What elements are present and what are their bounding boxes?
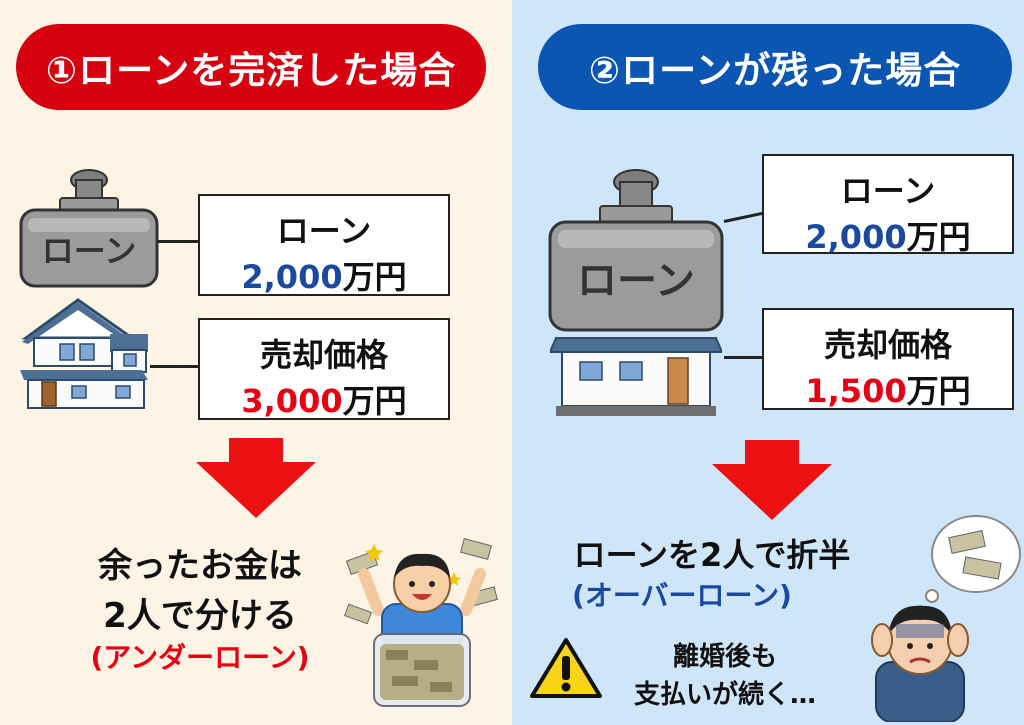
left-title: ①ローンを完済した場合 — [45, 49, 457, 92]
connector-line — [723, 211, 764, 223]
loan-box: ローン 2,000万円 — [198, 194, 450, 296]
house-icon — [550, 322, 722, 418]
sale-price-label: 売却価格 — [823, 326, 952, 364]
right-panel: ②ローンが残った場合 ローン — [512, 0, 1024, 725]
worried-person-icon — [852, 512, 1022, 722]
warning-line-1: 離婚後も — [672, 642, 777, 672]
happy-person-icon — [344, 534, 500, 710]
loan-box: ローン 2,000万円 — [762, 154, 1014, 256]
left-title-pill: ①ローンを完済した場合 — [16, 24, 486, 110]
loan-box-value: 2,000万円 — [200, 252, 448, 298]
loan-unit: 万円 — [342, 258, 407, 296]
loan-amount: 2,000 — [241, 258, 343, 296]
right-title-pill: ②ローンが残った場合 — [538, 24, 1012, 110]
loan-weight-icon: ローン — [18, 168, 160, 290]
loan-amount: 2,000 — [805, 218, 907, 256]
result-note: (アンダーローン) — [90, 641, 310, 674]
loan-box-label: ローン — [276, 212, 372, 250]
sale-price-label: 売却価格 — [259, 336, 388, 374]
sale-price-value: 1,500万円 — [764, 366, 1012, 412]
loan-box-value: 2,000万円 — [764, 212, 1012, 258]
warning-line-2: 支払いが続く… — [633, 680, 816, 710]
result-note: (オーバーローン) — [572, 579, 792, 612]
result-line-2: 2人で分ける — [103, 596, 297, 636]
down-arrow-icon — [196, 438, 316, 518]
left-panel: ①ローンを完済した場合 ローン — [0, 0, 512, 725]
down-arrow-icon — [712, 440, 832, 520]
weight-label: ローン — [577, 258, 695, 304]
result-line-1: 余ったお金は — [98, 546, 302, 586]
sale-price-box: 売却価格 3,000万円 — [198, 318, 450, 420]
connector-line — [158, 240, 198, 243]
right-title: ②ローンが残った場合 — [588, 49, 962, 92]
loan-unit: 万円 — [906, 218, 971, 256]
sale-price-unit: 万円 — [342, 382, 407, 420]
result-line-1: ローンを2人で折半 — [573, 536, 851, 574]
loan-weight-icon: ローン — [546, 168, 726, 338]
sale-price-unit: 万円 — [906, 372, 971, 410]
sale-price-amount: 1,500 — [805, 372, 907, 410]
sale-price-value: 3,000万円 — [200, 376, 448, 422]
connector-line — [724, 356, 764, 359]
connector-line — [150, 365, 198, 368]
loan-box-label: ローン — [840, 172, 936, 210]
sale-price-box: 売却価格 1,500万円 — [762, 308, 1014, 410]
weight-label: ローン — [42, 232, 136, 270]
house-icon — [20, 294, 150, 412]
warning-icon — [530, 636, 602, 700]
sale-price-amount: 3,000 — [241, 382, 343, 420]
